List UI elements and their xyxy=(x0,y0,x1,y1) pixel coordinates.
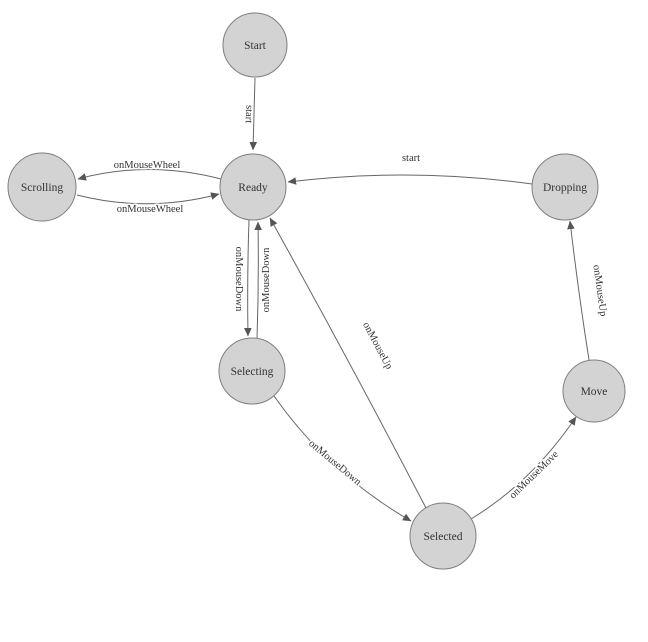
transition-label-ready-to-selecting: onMouseDown xyxy=(233,247,244,312)
transition-edge-selecting-to-ready xyxy=(254,221,262,340)
state-node-move[interactable]: Move xyxy=(562,359,626,423)
state-node-circle xyxy=(531,153,599,221)
state-node-label: Selecting xyxy=(231,366,274,378)
state-node-label: Scrolling xyxy=(21,182,63,194)
state-node-scrolling[interactable]: Scrolling xyxy=(7,152,77,222)
transition-edge-move-to-dropping xyxy=(567,220,590,361)
transition-label-selecting-to-selected: onMouseDown xyxy=(306,438,363,489)
transition-label-selecting-to-ready: onMouseDown xyxy=(261,247,272,312)
state-node-dropping[interactable]: Dropping xyxy=(531,153,599,221)
transition-label-selected-to-move: onMouseMove xyxy=(508,449,562,501)
transition-label-ready-to-scrolling: onMouseWheel xyxy=(114,160,181,171)
transition-label-dropping-to-ready: start xyxy=(402,153,420,164)
state-node-selected[interactable]: Selected xyxy=(409,502,477,570)
state-node-label: Selected xyxy=(424,531,463,543)
transition-edge-ready-to-selecting xyxy=(244,219,252,337)
transition-edge-selected-to-move xyxy=(470,416,577,520)
state-node-circle xyxy=(409,502,477,570)
transition-label-scrolling-to-ready: onMouseWheel xyxy=(117,204,184,215)
state-node-start[interactable]: Start xyxy=(222,12,288,78)
state-node-circle xyxy=(219,153,287,221)
state-node-label: Start xyxy=(244,40,267,52)
state-node-circle xyxy=(222,12,288,78)
transition-label-move-to-dropping: onMouseUp xyxy=(590,264,608,317)
transition-edge-scrolling-to-ready xyxy=(76,192,220,205)
state-node-ready[interactable]: Ready xyxy=(219,153,287,221)
state-node-circle xyxy=(562,359,626,423)
transition-edge-selected-to-ready xyxy=(269,217,427,509)
state-node-label: Dropping xyxy=(543,182,587,194)
transition-edge-dropping-to-ready xyxy=(287,174,533,185)
state-node-selecting[interactable]: Selecting xyxy=(218,337,286,405)
transition-label-selected-to-ready: onMouseUp xyxy=(360,320,394,371)
state-node-circle xyxy=(7,152,77,222)
transition-label-start-to-ready: start xyxy=(243,105,255,124)
state-node-circle xyxy=(218,337,286,405)
transition-edge-selecting-to-selected xyxy=(273,395,412,522)
transition-edge-start-to-ready xyxy=(249,77,258,151)
state-node-label: Move xyxy=(581,386,608,398)
transition-edge-ready-to-scrolling xyxy=(77,169,222,181)
state-node-label: Ready xyxy=(238,182,268,194)
